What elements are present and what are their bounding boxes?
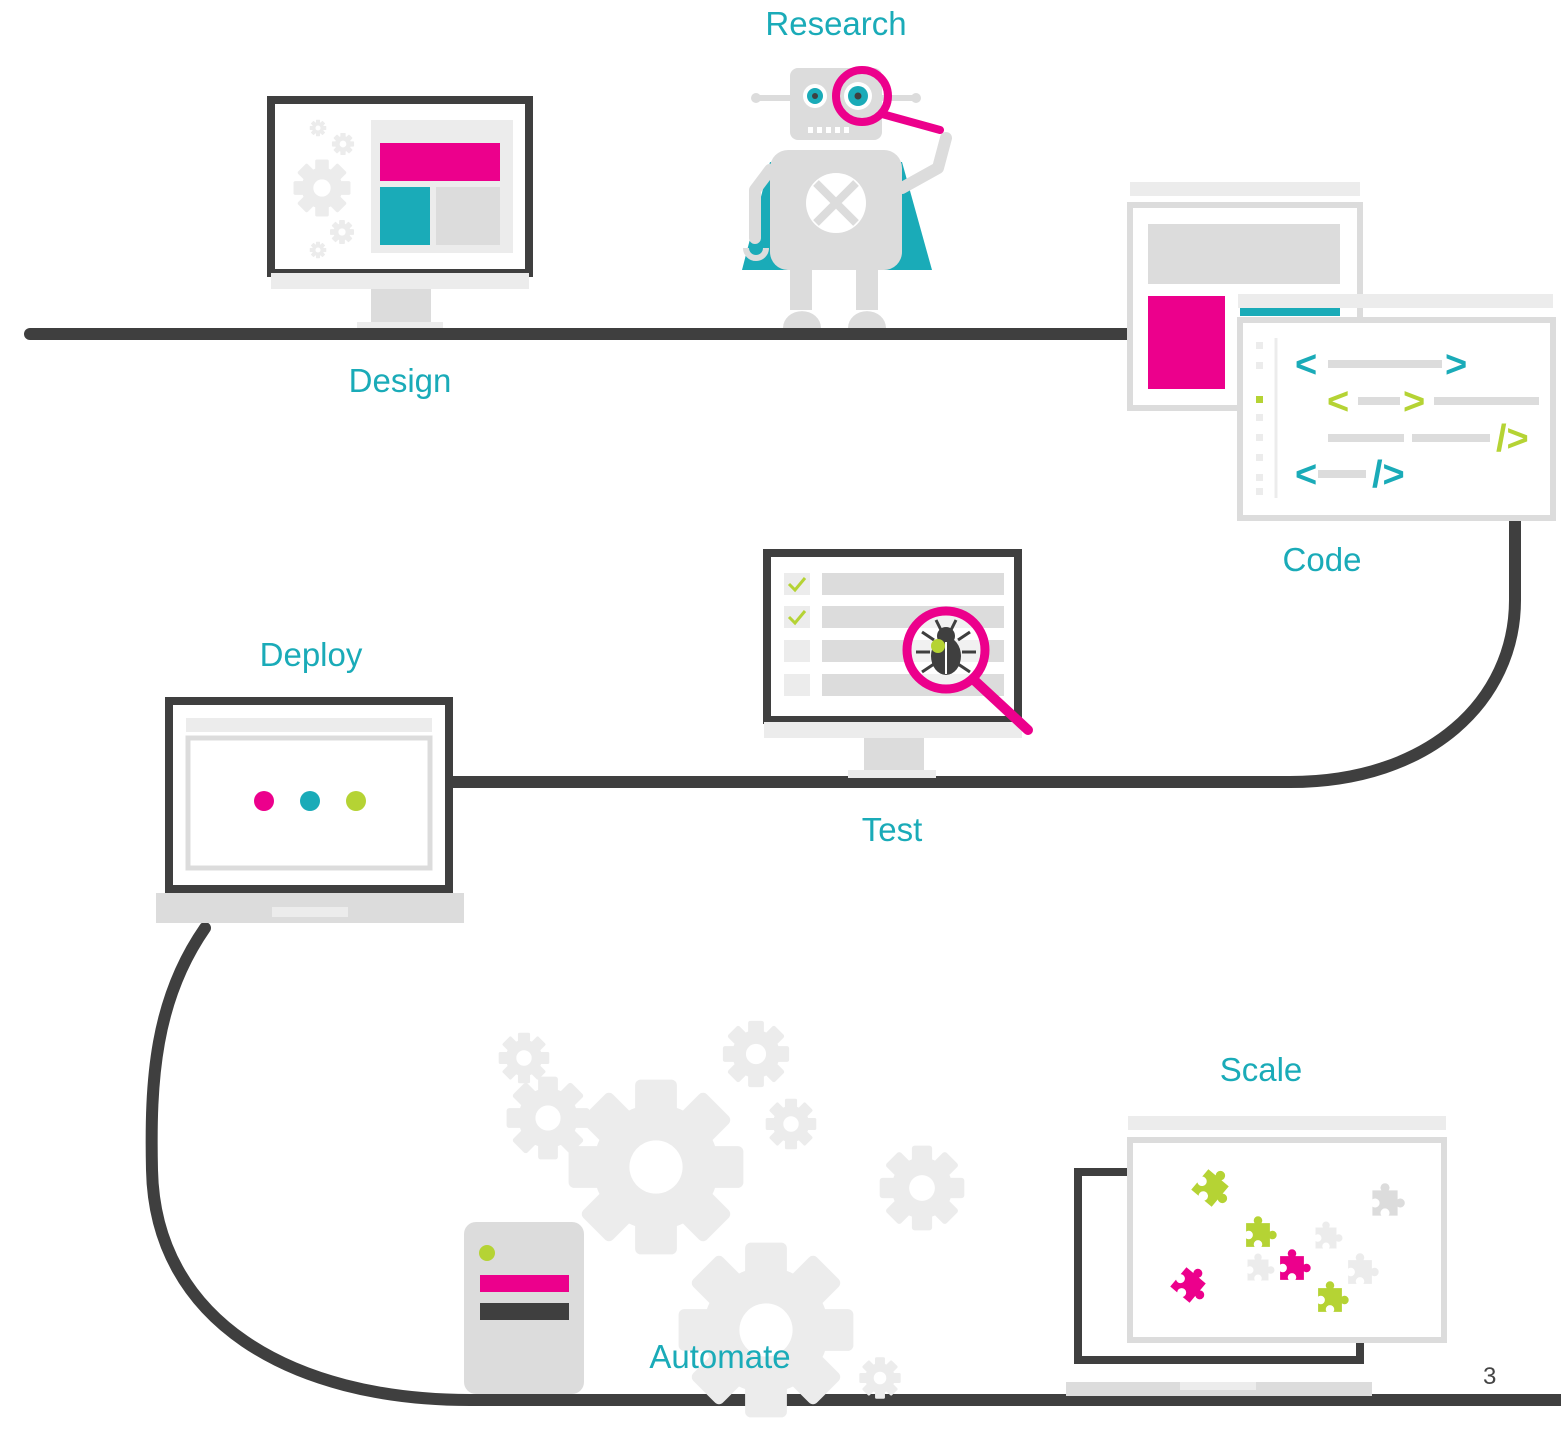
code-tag-open-3: < xyxy=(1295,454,1317,496)
code-tag-selfclose-2: /> xyxy=(1372,454,1405,496)
deploy-laptop-icon xyxy=(156,697,464,923)
code-window-icon: < > < > /> < /> xyxy=(1127,182,1556,521)
test-monitor-icon xyxy=(763,549,1033,778)
bug-icon xyxy=(916,619,976,675)
scale-laptop-icon xyxy=(1066,1116,1447,1396)
step-label-code: Code xyxy=(1282,541,1362,578)
step-label-scale: Scale xyxy=(1219,1051,1303,1088)
path-right-curve xyxy=(444,509,1521,788)
path-left-curve xyxy=(145,922,1561,1406)
step-label-research: Research xyxy=(765,5,907,42)
code-tag-close-2: > xyxy=(1403,381,1425,423)
design-monitor-icon xyxy=(267,96,533,328)
page-number: 3 xyxy=(1483,1363,1497,1390)
code-tag-selfclose-1: /> xyxy=(1496,418,1529,460)
step-label-design: Design xyxy=(348,362,452,399)
research-robot-icon xyxy=(742,66,952,328)
code-tag-open-2: < xyxy=(1327,381,1349,423)
step-label-test: Test xyxy=(861,811,923,848)
code-tag-open-1: < xyxy=(1295,344,1317,386)
step-label-deploy: Deploy xyxy=(259,636,363,673)
code-tag-close-1: > xyxy=(1445,344,1467,386)
process-path xyxy=(24,328,1561,1406)
automate-server-icon xyxy=(464,1222,584,1394)
step-label-automate: Automate xyxy=(649,1338,791,1375)
